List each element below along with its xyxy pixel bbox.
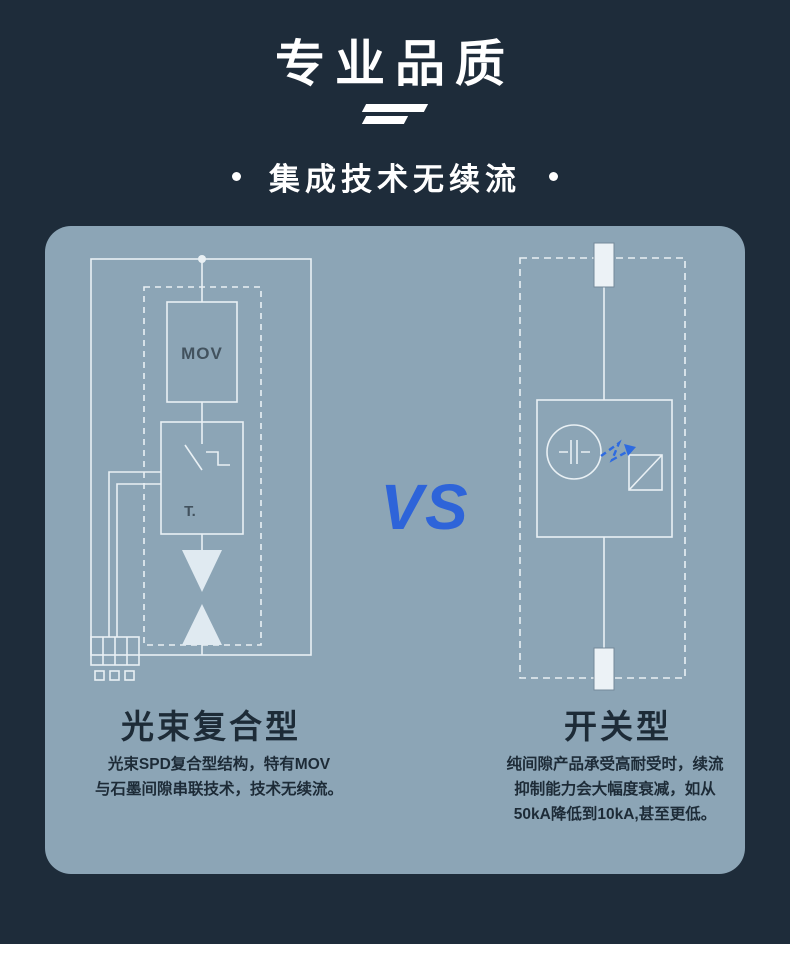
- left-description-line-1: 光束SPD复合型结构，特有MOV: [107, 756, 331, 773]
- spark-gap-box: [628, 454, 663, 491]
- outer-circuit-loop: [90, 258, 312, 656]
- subtitle-row: 集成技术无续流: [0, 154, 790, 199]
- terminal-pin-1: [94, 670, 105, 681]
- left-description-line-2: 与石墨间隙串联技术，技术无续流。: [94, 781, 343, 799]
- mov-label: MOV: [181, 344, 223, 363]
- left-description: 光束SPD复合型结构，特有MOV 与石墨间隙串联技术，技术无续流。: [59, 752, 379, 802]
- bottom-terminal: [593, 647, 615, 691]
- spark-gap-slash: [628, 454, 663, 491]
- vs-label: VS: [380, 471, 470, 543]
- right-description-line-2: 抑制能力会大幅度衰减，如从: [514, 781, 716, 799]
- subtitle-text: 集成技术无续流: [269, 162, 521, 197]
- discharge-arrow: [600, 439, 636, 463]
- gdt-triangle-down: [182, 550, 222, 592]
- trigger-switch-symbol: [184, 422, 230, 471]
- right-heading: 开关型: [564, 708, 672, 745]
- bullet-dot-left: [232, 172, 241, 181]
- footer-strip: [0, 944, 790, 956]
- comparison-panel: MOV T. VS 光束复合: [45, 226, 745, 874]
- gdt-triangle-up: [182, 604, 222, 645]
- left-heading: 光束复合型: [121, 708, 301, 745]
- terminal-pin-2: [109, 670, 120, 681]
- underline-bar-top: [361, 104, 429, 112]
- right-description: 纯间隙产品承受高耐受时，续流 抑制能力会大幅度衰减，如从 50kA降低到10kA…: [465, 752, 765, 827]
- switch-type-circuit-diagram: [519, 242, 686, 691]
- right-description-line-1: 纯间隙产品承受高耐受时，续流: [506, 756, 724, 773]
- dashed-outline: [519, 257, 686, 679]
- page-title: 专业品质: [275, 36, 515, 92]
- gdt-circle: [546, 424, 602, 480]
- side-wires: [108, 471, 161, 637]
- bullet-dot-right: [549, 172, 558, 181]
- trigger-label: T.: [184, 503, 196, 520]
- title-underline-decoration: [0, 104, 790, 124]
- composite-spd-circuit-diagram: MOV T.: [90, 255, 312, 681]
- gdt-electrodes: [559, 440, 590, 464]
- terminal-pin-3: [124, 670, 135, 681]
- underline-bar-bottom: [361, 116, 409, 124]
- right-description-line-3: 50kA降低到10kA,甚至更低。: [513, 806, 717, 824]
- switch-module-box: [536, 399, 673, 538]
- top-terminal: [593, 242, 615, 288]
- terminal-block-slots: [102, 637, 128, 665]
- junction-dot: [198, 255, 206, 263]
